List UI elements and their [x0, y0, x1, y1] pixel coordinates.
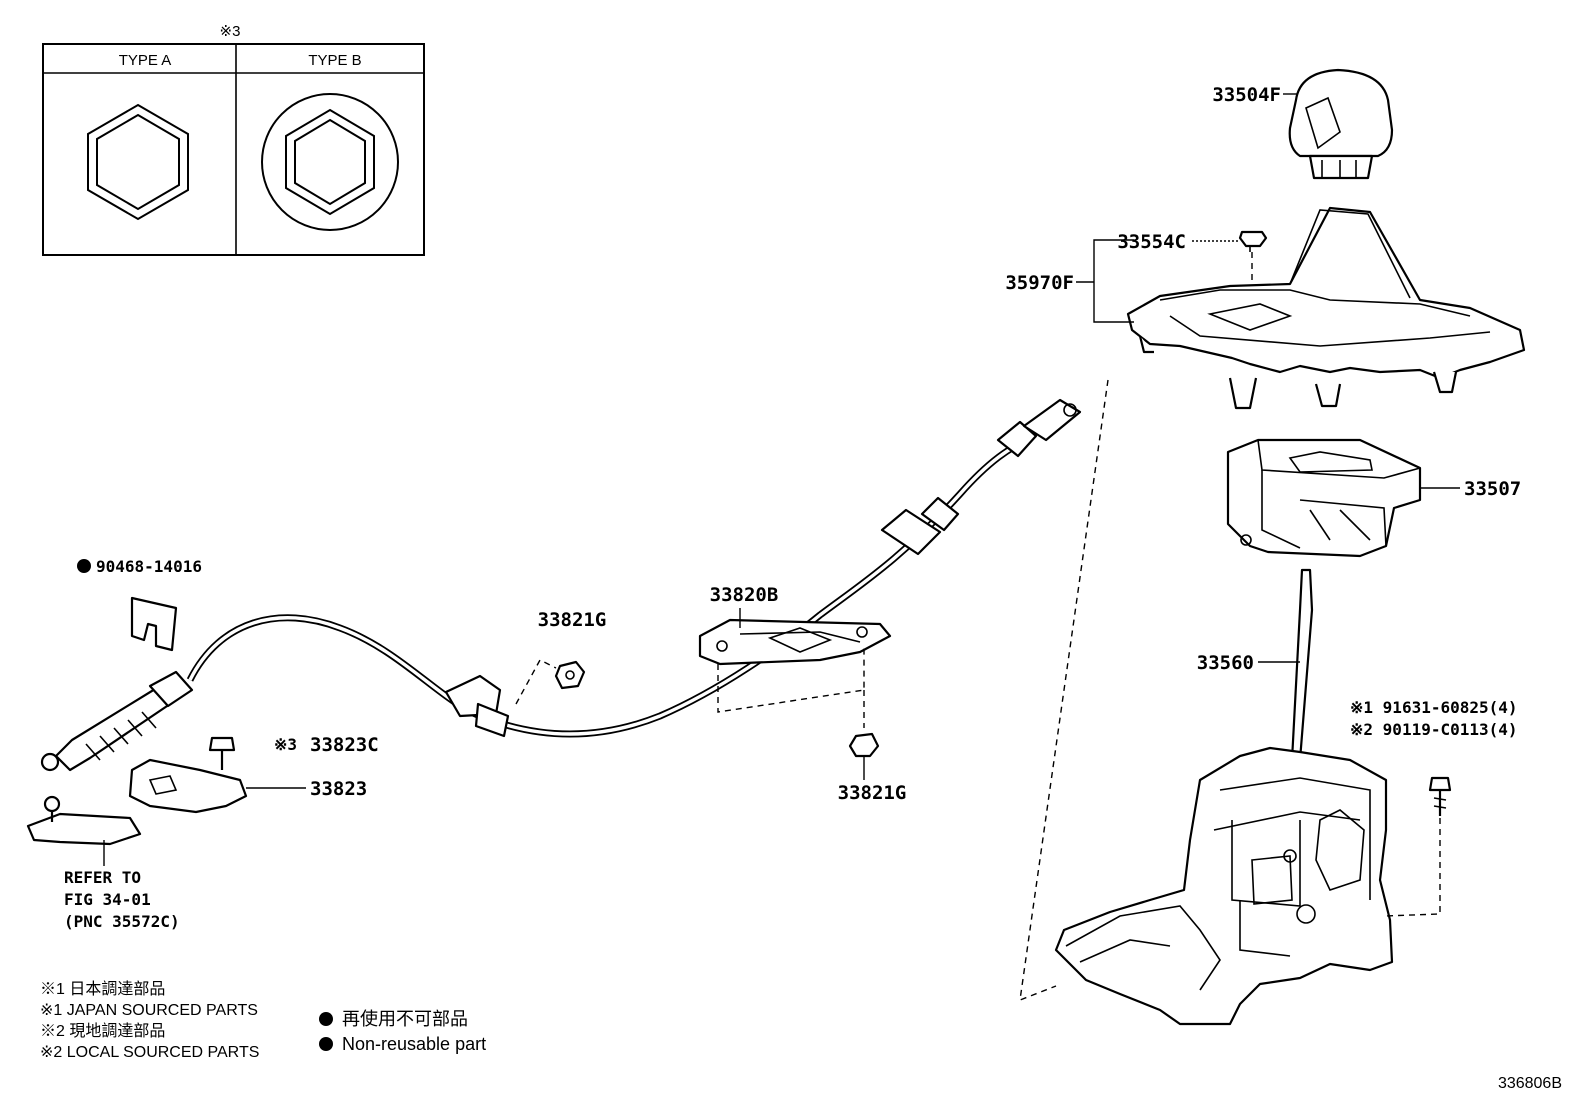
legend-dot-icon	[319, 1012, 333, 1026]
label-91631: ※1 91631-60825(4)	[1350, 698, 1518, 717]
label-33821G-bottom: 33821G	[838, 782, 907, 804]
type-table-frame	[42, 43, 425, 256]
label-33823: 33823	[310, 778, 367, 800]
ball-stud-bracket	[26, 795, 142, 846]
legend-local-jp: ※2 現地調達部品	[40, 1022, 165, 1040]
bolt-91631-90119	[1428, 776, 1452, 816]
shift-cable	[40, 398, 1082, 772]
type-a-label: TYPE A	[119, 52, 172, 69]
label-33821G-top: 33821G	[538, 609, 607, 631]
label-33507: 33507	[1464, 478, 1521, 500]
label-90468-14016: 90468-14016	[96, 557, 202, 576]
grommet-plate-33820B	[698, 618, 892, 666]
label-90119: ※2 90119-C0113(4)	[1350, 720, 1518, 739]
type-table-note-mark: ※3	[220, 23, 241, 40]
diagram-id: 336806B	[1498, 1075, 1562, 1092]
clip-33554C	[1238, 230, 1268, 252]
label-33820B: 33820B	[710, 584, 779, 606]
refer-line-3: (PNC 35572C)	[64, 912, 180, 931]
label-33823C: 33823C	[310, 734, 379, 756]
legend: ※1 日本調達部品 ※1 JAPAN SOURCED PARTS ※2 現地調達…	[40, 980, 486, 1061]
fastener-type-table: ※3 TYPE A TYPE B	[42, 23, 425, 256]
refer-line-2: FIG 34-01	[64, 890, 151, 909]
shift-boot-bezel	[1126, 206, 1526, 410]
label-33504F: 33504F	[1212, 84, 1281, 106]
indicator-housing	[1226, 438, 1422, 558]
label-33823C-mark: ※3	[274, 735, 297, 754]
shift-knob	[1288, 68, 1394, 180]
nut-33821G-bottom	[848, 732, 880, 758]
type-a-hex-icon	[87, 103, 189, 221]
bolt-33823C	[208, 736, 236, 770]
clip-90468-14016	[130, 596, 178, 652]
refer-line-1: REFER TO	[64, 868, 141, 887]
label-35970F: 35970F	[1005, 272, 1074, 294]
nut-33821G-top	[554, 660, 586, 690]
legend-japan-jp: ※1 日本調達部品	[40, 980, 165, 998]
legend-nonreusable-jp: 再使用不可部品	[342, 1009, 468, 1029]
legend-dot-icon	[319, 1037, 333, 1051]
legend-local-en: ※2 LOCAL SOURCED PARTS	[40, 1044, 259, 1061]
shift-lever-assembly	[1054, 568, 1394, 1026]
label-33560: 33560	[1197, 652, 1254, 674]
label-33554C: 33554C	[1117, 231, 1186, 253]
retainer-33823	[128, 758, 248, 814]
type-b-hex-flange-icon	[261, 93, 399, 231]
non-reusable-dot	[77, 559, 91, 573]
legend-nonreusable-en: Non-reusable part	[342, 1034, 486, 1054]
type-b-label: TYPE B	[308, 52, 361, 69]
legend-japan-en: ※1 JAPAN SOURCED PARTS	[40, 1002, 258, 1019]
